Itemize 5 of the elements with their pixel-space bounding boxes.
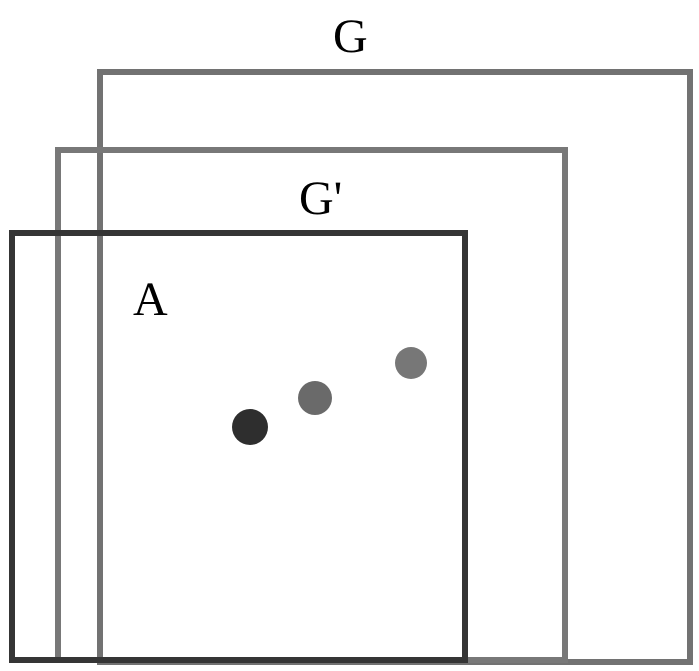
set-label: G	[333, 13, 368, 61]
square-frame	[55, 147, 568, 663]
set-label: G'	[299, 175, 342, 223]
square-frame	[9, 230, 468, 663]
set-label: A	[133, 276, 168, 324]
